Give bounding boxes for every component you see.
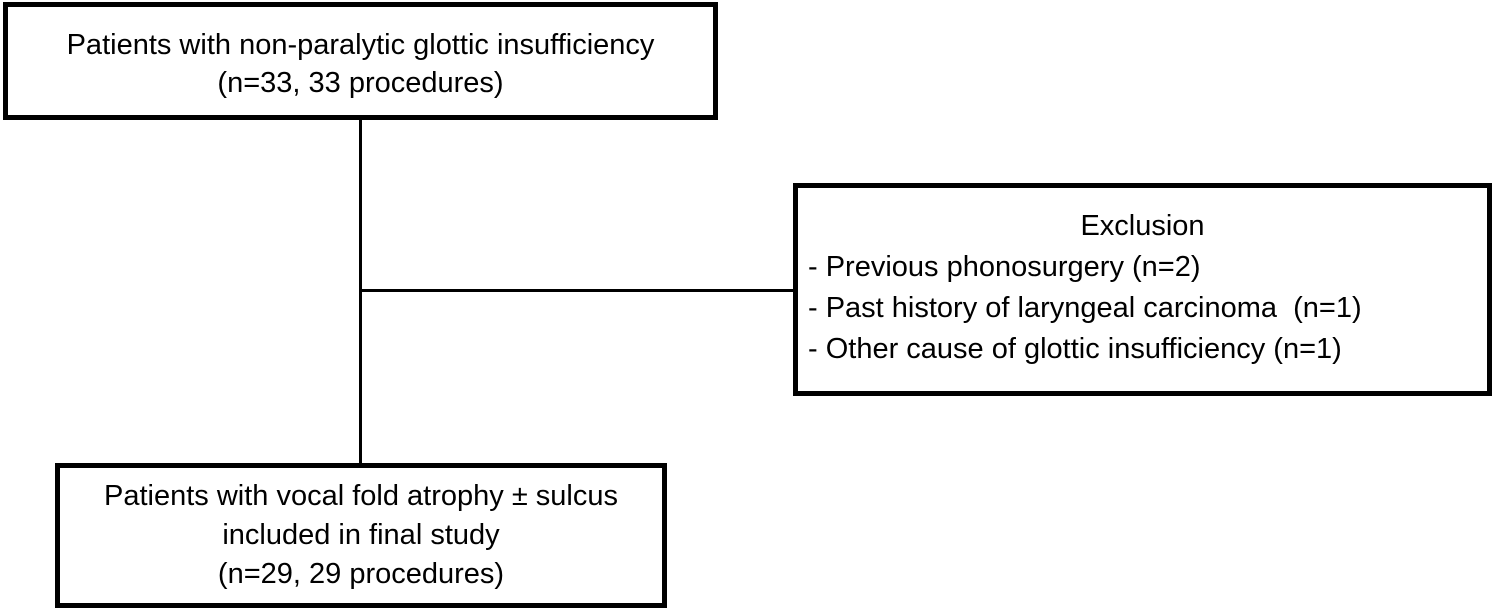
exclusion-item-laryngeal-carcinoma: - Past history of laryngeal carcinoma (n… xyxy=(808,292,1362,324)
exclusion-item-previous-phonosurgery: - Previous phonosurgery (n=2) xyxy=(808,251,1201,283)
exclusion-item-other-cause: - Other cause of glottic insufficiency (… xyxy=(808,333,1342,365)
enrolled-patients-line-1: Patients with non-paralytic glottic insu… xyxy=(66,29,655,61)
horizontal-branch-line xyxy=(360,289,793,292)
node-exclusion: Exclusion - Previous phonosurgery (n=2) … xyxy=(793,183,1492,396)
exclusion-title: Exclusion xyxy=(1080,210,1205,242)
included-patients-line-1: Patients with vocal fold atrophy ± sulcu… xyxy=(104,480,618,512)
included-patients-line-2: included in final study xyxy=(222,519,500,551)
enrolled-patients-count: (n=33, 33 procedures) xyxy=(217,67,504,99)
node-included-patients: Patients with vocal fold atrophy ± sulcu… xyxy=(55,463,667,608)
included-patients-count: (n=29, 29 procedures) xyxy=(217,558,505,590)
node-enrolled-patients: Patients with non-paralytic glottic insu… xyxy=(3,2,718,120)
